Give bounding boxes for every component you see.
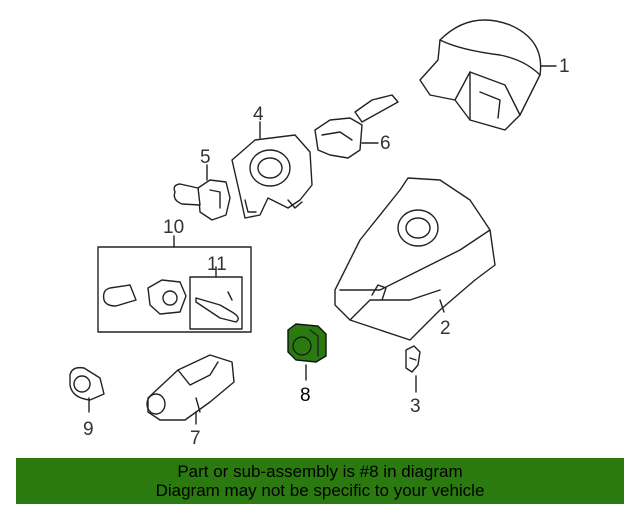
callout-6: 6	[380, 133, 391, 154]
callout-7: 7	[190, 428, 201, 449]
callout-5: 5	[200, 147, 211, 168]
part-3-bolt[interactable]	[405, 345, 421, 373]
banner-line-2: Diagram may not be specific to your vehi…	[155, 481, 485, 500]
callout-11: 11	[207, 254, 227, 275]
part-4-switch-bracket[interactable]	[231, 134, 313, 219]
part-8-bore	[292, 336, 312, 356]
info-banner: Part or sub-assembly is #8 in diagram Di…	[16, 458, 624, 504]
part-6-wiper-switch[interactable]	[314, 94, 399, 159]
callout-3: 3	[410, 396, 421, 417]
part-1-upper-shroud[interactable]	[419, 19, 542, 131]
part-9-key-cylinder-ring[interactable]	[69, 366, 105, 401]
part-7-lock-housing[interactable]	[146, 354, 235, 421]
part-8-body	[287, 323, 327, 363]
banner-line-1: Part or sub-assembly is #8 in diagram	[177, 462, 463, 481]
part-8-highlighted[interactable]	[287, 323, 327, 363]
callout-8: 8	[300, 385, 311, 406]
callout-9: 9	[83, 419, 94, 440]
callout-4: 4	[253, 104, 264, 125]
part-5-ignition-switch[interactable]	[173, 179, 231, 221]
callout-2: 2	[440, 318, 451, 339]
callout-10: 10	[163, 217, 184, 238]
part-11-key[interactable]	[189, 276, 243, 330]
callout-1: 1	[559, 56, 570, 77]
exploded-parts-diagram: 1 4 6 5 10 11	[69, 19, 570, 449]
part-2-column-housing[interactable]	[334, 177, 496, 341]
